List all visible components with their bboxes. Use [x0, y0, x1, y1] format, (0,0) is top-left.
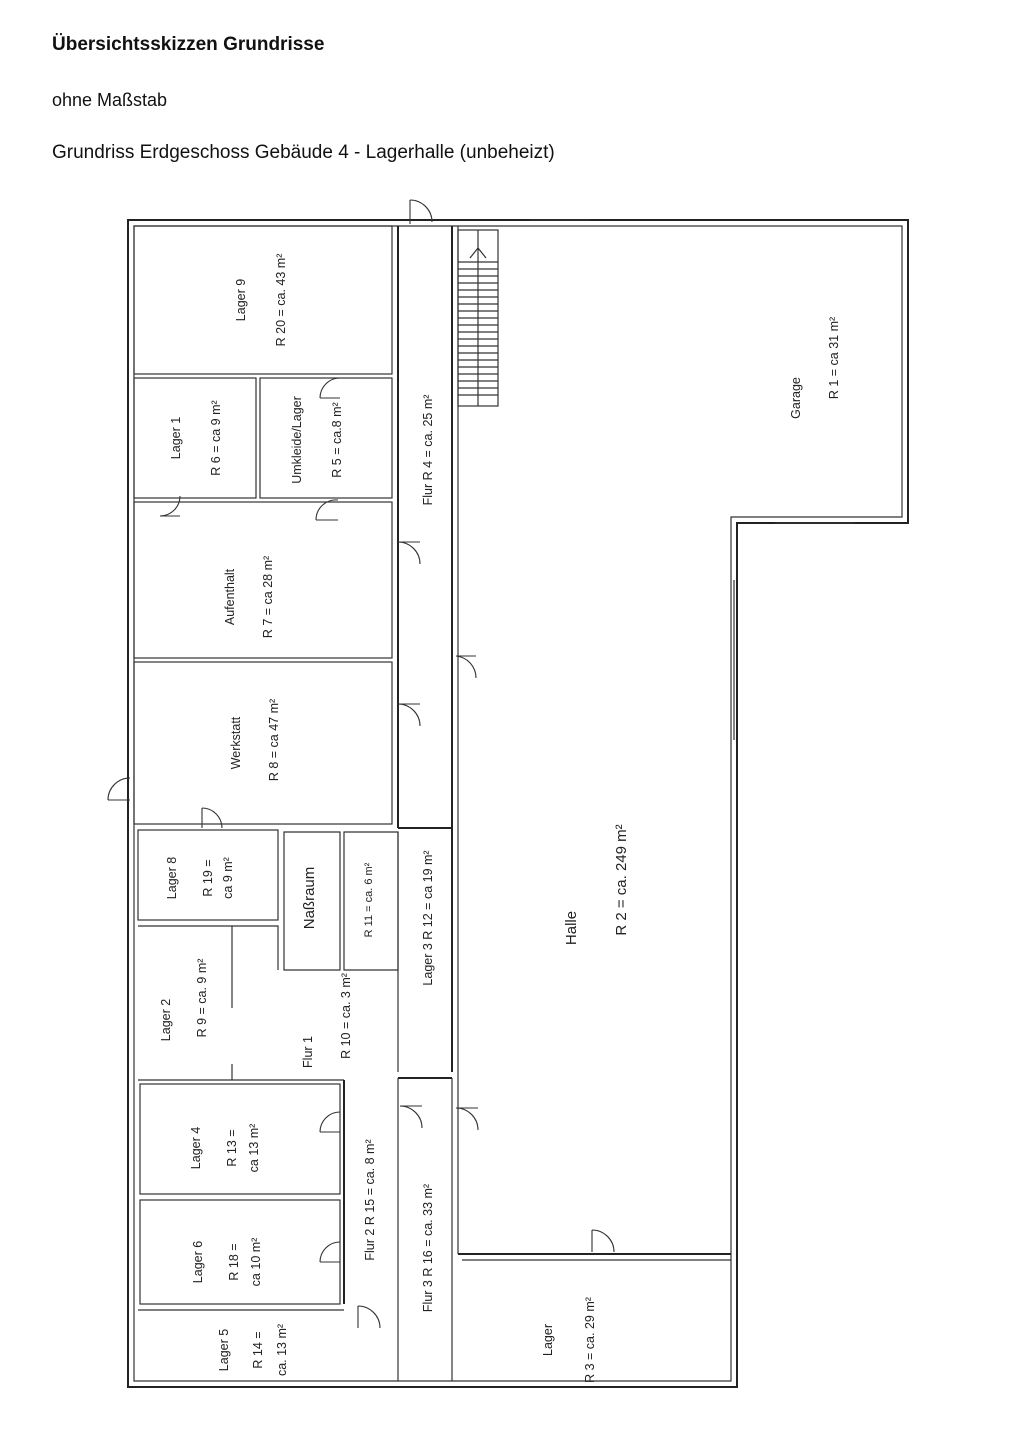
label-lager5-area2: ca. 13 m²	[275, 1324, 289, 1376]
stair-arrow	[469, 247, 487, 259]
label-lager5-name: Lager 5	[217, 1329, 231, 1371]
label-lager9-name: Lager 9	[234, 279, 248, 321]
label-lager6-area2: ca 10 m²	[249, 1238, 263, 1287]
label-lager8-area2: ca 9 m²	[221, 857, 235, 899]
label-umkleide-name: Umkleide/Lager	[290, 396, 304, 484]
label-lager2-area: R 9 = ca. 9 m²	[195, 959, 209, 1038]
label-lager6-area1: R 18 =	[227, 1243, 241, 1280]
staircase	[457, 229, 499, 407]
wall-aufenthalt	[133, 501, 393, 659]
label-lager9-area: R 20 = ca. 43 m²	[274, 254, 288, 347]
label-flur3: Flur 3 R 16 = ca. 33 m²	[421, 1184, 435, 1312]
label-lager8-area1: R 19 =	[201, 859, 215, 896]
label-flur1-name: Flur 1	[301, 1036, 315, 1068]
label-lager3: Lager 3 R 12 = ca 19 m²	[421, 850, 435, 985]
label-lager4-name: Lager 4	[189, 1127, 203, 1169]
door-main-top	[409, 199, 433, 224]
outer-wall-outline	[127, 219, 909, 1388]
label-lager6-name: Lager 6	[191, 1241, 205, 1283]
label-flur2: Flur 2 R 15 = ca. 8 m²	[363, 1139, 377, 1260]
door-aufenthalt	[397, 541, 421, 565]
floor-plan-caption: Grundriss Erdgeschoss Gebäude 4 - Lagerh…	[52, 142, 555, 163]
wall-lager1	[133, 377, 257, 499]
wall-lager9	[133, 225, 393, 375]
label-lager1-area: R 6 = ca 9 m²	[209, 400, 223, 475]
outer-wall-inner-line	[133, 225, 903, 1382]
door-umkleide	[319, 377, 341, 399]
label-r11: R 11 = ca. 6 m²	[363, 862, 375, 937]
label-lager4-area1: R 13 =	[225, 1129, 239, 1166]
page-title: Übersichtsskizzen Grundrisse	[52, 34, 325, 55]
label-halle-name: Halle	[563, 911, 580, 945]
walls	[127, 219, 909, 1388]
room-labels: Lager 9 R 20 = ca. 43 m² Lager 1 R 6 = c…	[159, 254, 841, 1383]
label-flur-r4: Flur R 4 = ca. 25 m²	[421, 395, 435, 506]
door-werkstatt-outside	[107, 777, 131, 801]
label-lager5-area1: R 14 =	[251, 1331, 265, 1368]
door-lager4	[319, 1111, 341, 1133]
label-lager8-name: Lager 8	[165, 857, 179, 899]
wall-lager6	[139, 1199, 341, 1305]
label-werkstatt-name: Werkstatt	[229, 716, 243, 769]
page-subtitle: ohne Maßstab	[52, 90, 168, 110]
label-lager4-area2: ca 13 m²	[247, 1124, 261, 1173]
label-lager1-name: Lager 1	[169, 417, 183, 459]
door-halle-1	[455, 655, 477, 679]
label-lager2-name: Lager 2	[159, 999, 173, 1041]
door-lager-r3	[591, 1229, 615, 1253]
label-garage-name: Garage	[789, 377, 803, 419]
door-lager1	[159, 495, 181, 517]
label-aufenthalt-area: R 7 = ca 28 m²	[261, 556, 275, 638]
label-werkstatt-area: R 8 = ca 47 m²	[267, 699, 281, 781]
door-lager6	[319, 1241, 341, 1263]
door-flur3	[399, 1105, 423, 1129]
stair-treads	[458, 261, 498, 396]
label-halle-area: R 2 = ca. 249 m²	[613, 824, 630, 935]
door-werkstatt	[397, 703, 421, 727]
wall-lager8	[137, 829, 279, 921]
wall-nassraum	[283, 831, 341, 971]
doors	[107, 199, 615, 1329]
label-garage-area: R 1 = ca 31 m²	[827, 317, 841, 399]
door-lager8	[201, 807, 223, 829]
wall-umkleide	[259, 377, 393, 499]
label-umkleide-area: R 5 = ca.8 m²	[330, 402, 344, 477]
door-halle-2	[455, 1107, 479, 1131]
wall-lager2-top	[138, 925, 279, 970]
label-lager-r3-name: Lager	[541, 1324, 555, 1356]
label-lager-r3-area: R 3 = ca. 29 m²	[583, 1297, 597, 1383]
label-nassraum: Naßraum	[301, 867, 318, 930]
wall-lager4	[139, 1083, 341, 1195]
wall-werkstatt	[133, 661, 393, 825]
label-flur1-area: R 10 = ca. 3 m²	[339, 973, 353, 1059]
label-aufenthalt-name: Aufenthalt	[223, 568, 237, 625]
door-flur2	[357, 1305, 381, 1329]
door-aufenthalt-top	[315, 499, 339, 521]
